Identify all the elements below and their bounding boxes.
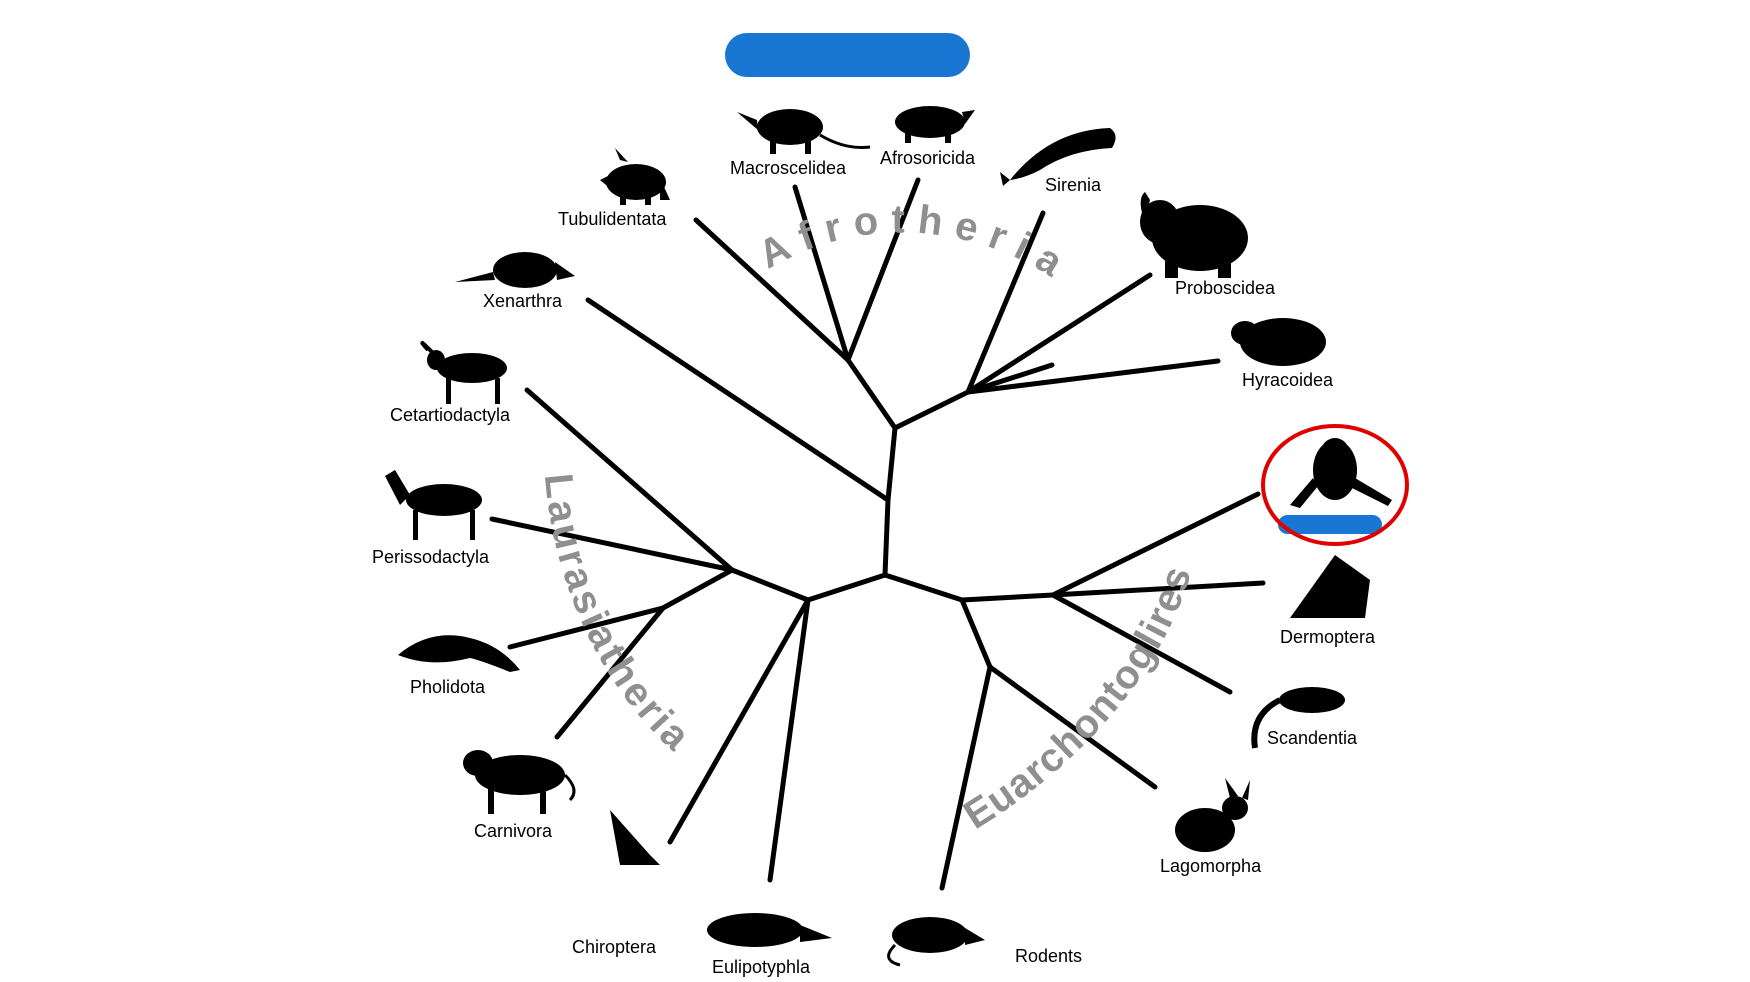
title-redaction bbox=[725, 33, 970, 77]
horse-icon bbox=[385, 470, 482, 540]
taxon-label-afrosoricida: Afrosoricida bbox=[880, 148, 976, 168]
taxon-label-lagomorpha: Lagomorpha bbox=[1160, 856, 1262, 876]
taxon-label-eulipotyphla: Eulipotyphla bbox=[712, 957, 811, 977]
clade-label-euarchontoglires: Euarchontoglires bbox=[956, 560, 1200, 837]
tree-branches bbox=[489, 177, 1266, 891]
taxon-label-cetartiodactyla: Cetartiodactyla bbox=[390, 405, 511, 425]
taxon-label-rodents: Rodents bbox=[1015, 946, 1082, 966]
treeshrew-icon bbox=[1251, 687, 1345, 749]
bat-icon bbox=[610, 810, 660, 865]
colugo-icon bbox=[1290, 555, 1370, 618]
aardvark-icon bbox=[600, 148, 670, 205]
taxon-label-scandentia: Scandentia bbox=[1267, 728, 1358, 748]
hyrax-icon bbox=[1231, 318, 1326, 366]
clade-label-laurasiatheria: Laurasiatheria bbox=[536, 471, 700, 760]
elephant-shrew-icon bbox=[737, 109, 871, 154]
taxon-label-xenarthra: Xenarthra bbox=[483, 291, 563, 311]
taxon-label-tubulidentata: Tubulidentata bbox=[558, 209, 667, 229]
mole-icon bbox=[707, 913, 832, 947]
highlight-circle bbox=[1261, 424, 1409, 546]
taxon-label-carnivora: Carnivora bbox=[474, 821, 553, 841]
armadillo-icon bbox=[455, 252, 575, 288]
manatee-icon bbox=[1000, 128, 1116, 186]
pangolin-icon bbox=[398, 635, 520, 672]
big-cat-icon bbox=[463, 750, 576, 814]
rat-icon bbox=[887, 917, 985, 967]
taxon-label-pholidota: Pholidota bbox=[410, 677, 486, 697]
taxon-labels: Macroscelidea Afrosoricida Sirenia Tubul… bbox=[372, 148, 1376, 977]
primate-icon bbox=[1290, 438, 1392, 508]
taxon-label-macroscelidea: Macroscelidea bbox=[730, 158, 847, 178]
taxon-label-dermoptera: Dermoptera bbox=[1280, 627, 1376, 647]
tenrec-icon bbox=[895, 106, 975, 143]
ibex-icon bbox=[420, 341, 507, 404]
taxon-label-hyracoidea: Hyracoidea bbox=[1242, 370, 1334, 390]
taxon-label-sirenia: Sirenia bbox=[1045, 175, 1102, 195]
taxon-label-perissodactyla: Perissodactyla bbox=[372, 547, 490, 567]
taxon-label-chiroptera: Chiroptera bbox=[572, 937, 657, 957]
rabbit-icon bbox=[1175, 778, 1250, 852]
taxon-label-proboscidea: Proboscidea bbox=[1175, 278, 1276, 298]
elephant-icon bbox=[1140, 192, 1248, 278]
primate-label-redaction bbox=[1278, 515, 1382, 534]
